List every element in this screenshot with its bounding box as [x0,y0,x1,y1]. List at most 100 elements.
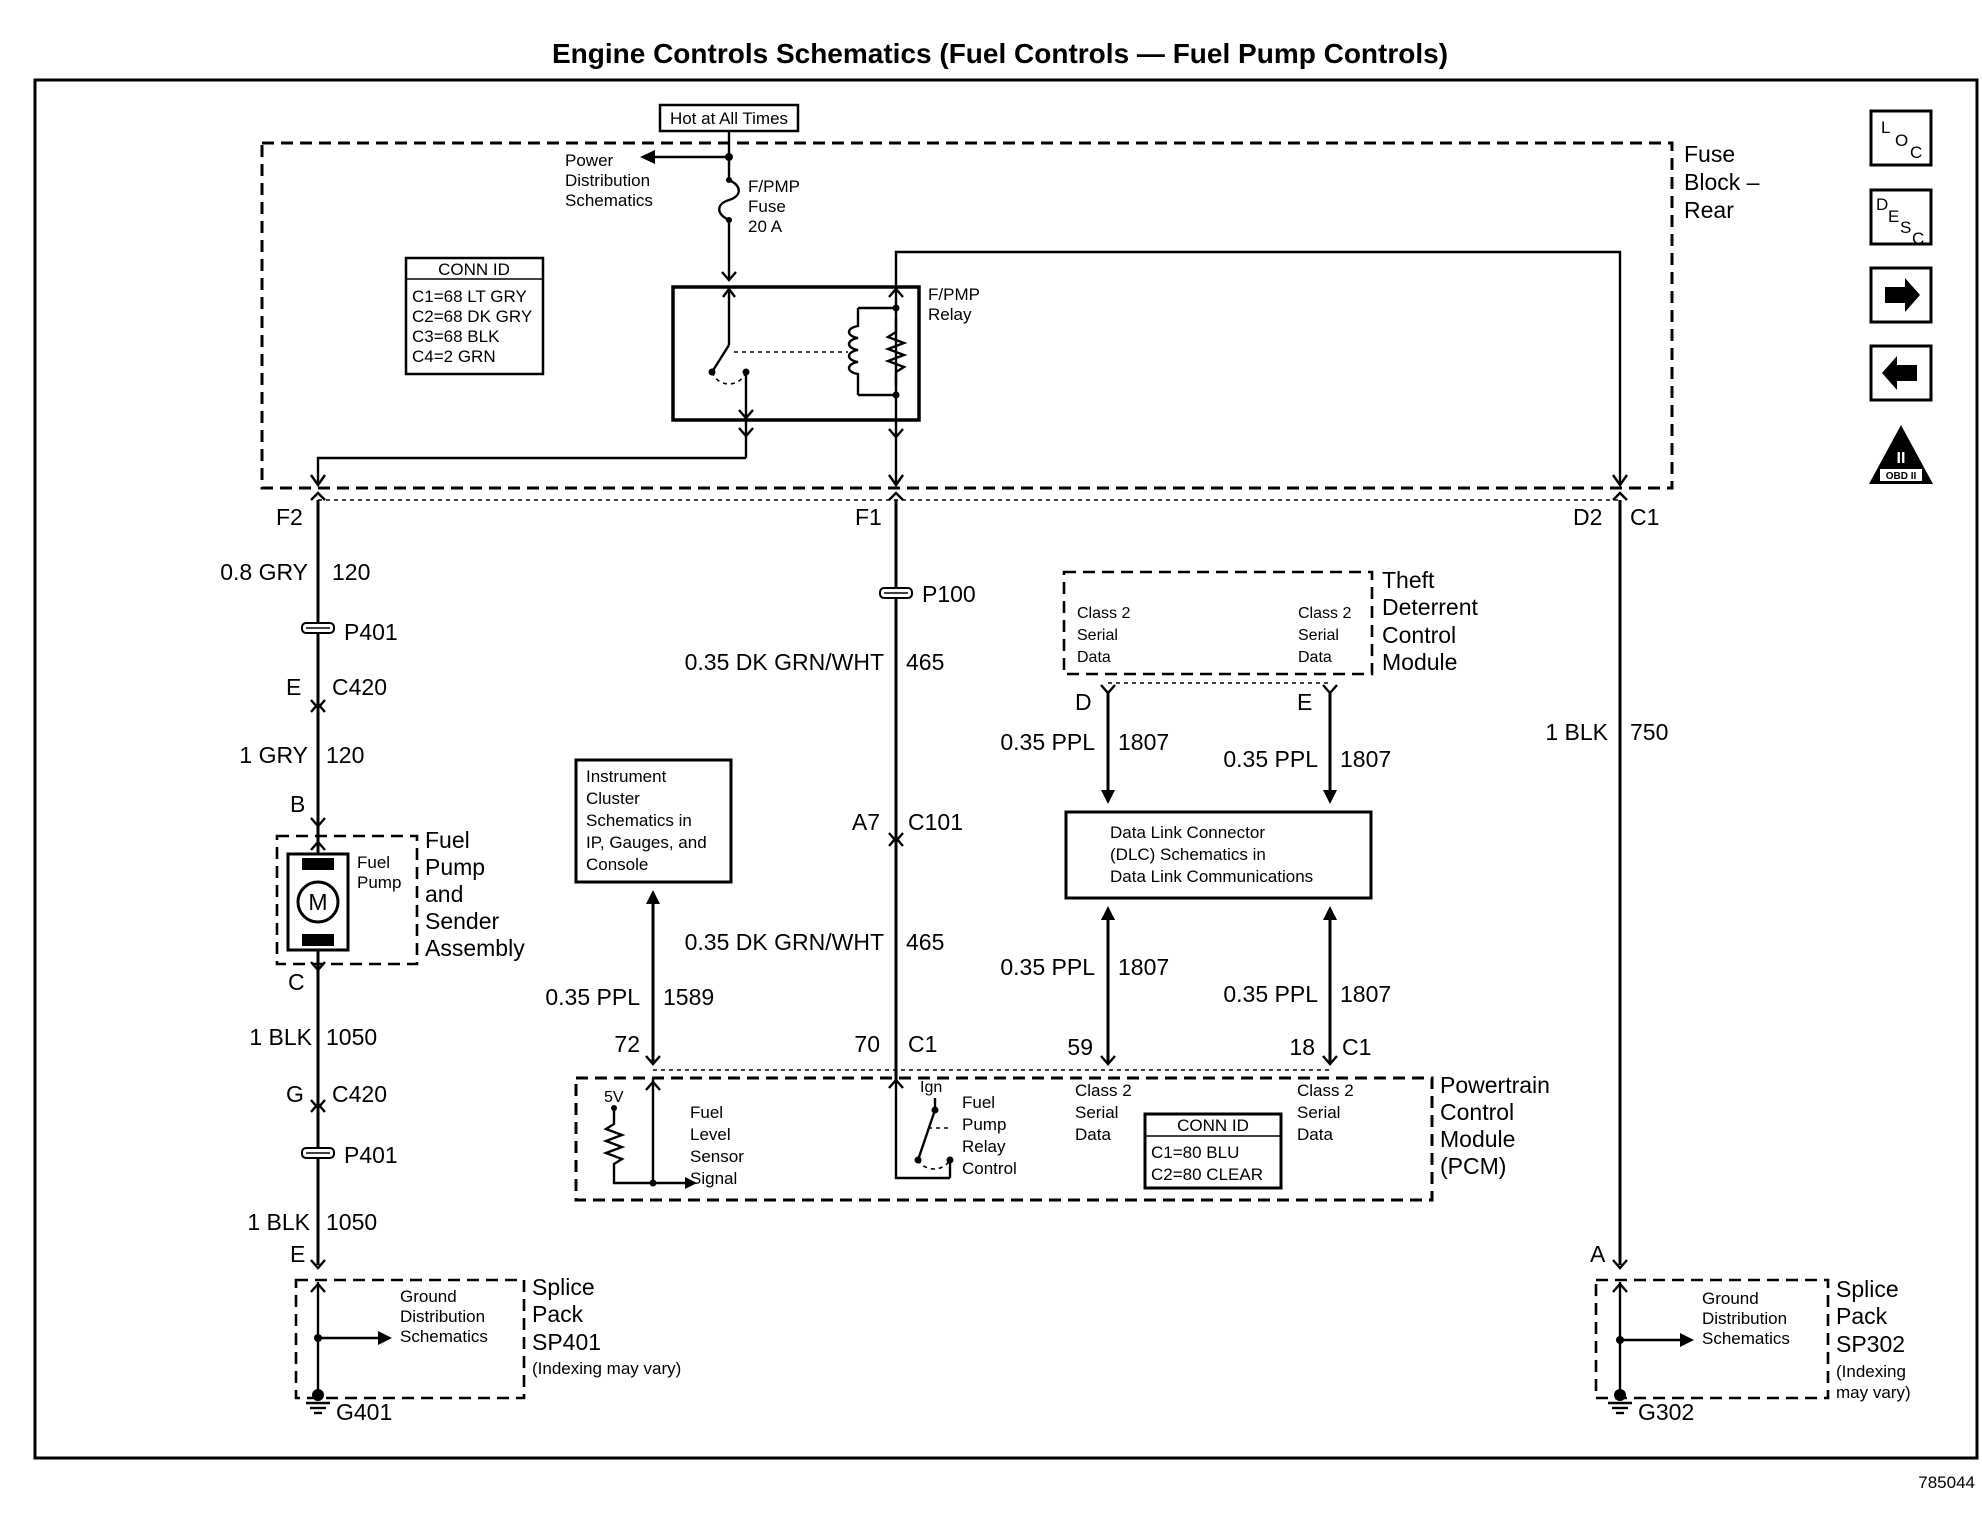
circuit-120-b: 120 [326,742,364,768]
conn-g: G [286,1081,304,1107]
circuit-1050-b: 1050 [326,1209,377,1235]
conn-c: C [288,969,305,995]
svg-text:Console: Console [586,855,648,874]
svg-text:Control: Control [1440,1099,1514,1125]
svg-text:L: L [1881,118,1890,137]
svg-text:(Indexing: (Indexing [1836,1362,1906,1381]
c420-upper: C420 [332,674,387,700]
p401-upper-label: P401 [344,619,398,645]
svg-text:E: E [1888,207,1899,226]
fuse-block-label: Fuse Block – Rear [1684,141,1760,223]
desc-button[interactable]: D E S C [1869,188,1933,248]
splice-p401-lower [301,1147,335,1159]
splice-pack-sp302-label: Splice Pack SP302 [1836,1276,1905,1357]
power-distribution-arrow [640,150,655,164]
svg-text:II: II [1897,450,1906,467]
svg-text:Theft: Theft [1382,567,1435,593]
pcm-c1-right: C1 [1342,1034,1371,1060]
outer-frame [33,78,1979,1460]
wire-ppl-1589: 0.35 PPL [545,984,640,1010]
svg-text:Serial: Serial [1297,1103,1340,1122]
svg-text:C: C [1910,143,1922,162]
next-page-button[interactable] [1869,266,1933,324]
svg-text:Data: Data [1077,649,1111,666]
splice-p100 [879,587,913,599]
p401-lower-label: P401 [344,1142,398,1168]
wire-1-blk-b: 1 BLK [247,1209,310,1235]
wire-dk-grn-wht-b: 0.35 DK GRN/WHT [685,929,884,955]
theft-class2-left: Class 2 Serial Data [1077,605,1130,666]
conn-id-pcm: CONN ID C1=80 BLU C2=80 CLEAR [1143,1112,1283,1190]
pin-72: 72 [614,1031,640,1057]
svg-text:SP302: SP302 [1836,1331,1905,1357]
svg-text:Schematics: Schematics [1702,1329,1790,1348]
terminal-d2: D2 [1573,504,1602,530]
svg-text:Pump: Pump [357,873,401,892]
svg-text:Cluster: Cluster [586,789,640,808]
indexing-note-left: (Indexing may vary) [532,1359,681,1378]
ground-g302-symbol [1608,1389,1632,1415]
wire-0.8-gry: 0.8 GRY [220,559,308,585]
svg-text:Pump: Pump [425,854,485,880]
svg-text:Pack: Pack [1836,1303,1888,1329]
diagram-title: Engine Controls Schematics (Fuel Control… [552,38,1448,69]
svg-text:Powertrain: Powertrain [1440,1072,1550,1098]
svg-text:Data Link Communications: Data Link Communications [1110,867,1313,886]
svg-text:and: and [425,881,463,907]
dlc-label: Data Link Connector (DLC) Schematics in … [1110,823,1313,886]
ground-g401-symbol [306,1389,330,1415]
svg-text:Power: Power [565,151,614,170]
pcm-ign-label: Ign [920,1079,942,1096]
svg-text:Fuse: Fuse [1684,141,1735,167]
circuit-750: 750 [1630,719,1668,745]
splice-pack-sp401-outline [294,1278,526,1400]
circuit-1807-59: 1807 [1118,954,1169,980]
terminal-f2: F2 [276,504,303,530]
svg-text:Level: Level [690,1125,731,1144]
theft-deterrent-label: Theft Deterrent Control Module [1382,567,1478,675]
ground-distribution-label-right: Ground Distribution Schematics [1702,1289,1790,1348]
terminal-f1: F1 [855,504,882,530]
arrow-left-icon [1882,356,1917,390]
svg-text:Pump: Pump [962,1115,1006,1134]
theft-pin-d: D [1075,689,1092,715]
conn-id-fuse-block: CONN ID C1=68 LT GRY C2=68 DK GRY C3=68 … [404,256,545,376]
svg-text:C2=68 DK GRY: C2=68 DK GRY [412,307,532,326]
relay-coil [847,308,860,395]
theft-class2-right: Class 2 Serial Data [1298,605,1351,666]
splice-pack-sp401-label: Splice Pack SP401 [532,1274,601,1355]
theft-pin-e: E [1297,689,1312,715]
theft-deterrent-outline [1062,570,1374,676]
pcm-outline [574,1076,1434,1202]
loc-button[interactable]: L O C [1869,109,1933,167]
svg-text:Fuel: Fuel [962,1093,995,1112]
svg-text:Sender: Sender [425,908,500,934]
svg-text:IP, Gauges, and: IP, Gauges, and [586,833,707,852]
svg-text:Fuel: Fuel [425,827,470,853]
pin-59: 59 [1067,1034,1093,1060]
circuit-465-b: 465 [906,929,944,955]
svg-text:Class 2: Class 2 [1075,1081,1132,1100]
power-distribution-label: Power Distribution Schematics [565,151,653,210]
svg-text:20 A: 20 A [748,217,783,236]
svg-text:CONN ID: CONN ID [438,260,510,279]
previous-page-button[interactable] [1869,344,1933,402]
svg-text:Data: Data [1297,1125,1333,1144]
svg-text:OBD II: OBD II [1886,471,1917,482]
svg-text:Ground: Ground [400,1287,457,1306]
svg-text:Serial: Serial [1075,1103,1118,1122]
svg-text:Distribution: Distribution [400,1307,485,1326]
wire-ppl-1807-e: 0.35 PPL [1223,746,1318,772]
obd-ii-button[interactable]: II OBD II [1869,425,1933,484]
svg-text:Class 2: Class 2 [1297,1081,1354,1100]
svg-text:C1=68 LT GRY: C1=68 LT GRY [412,287,527,306]
svg-text:C1=80 BLU: C1=80 BLU [1151,1143,1239,1162]
conn-a7: A7 [852,809,880,835]
wire-ppl-1807-18: 0.35 PPL [1223,981,1318,1007]
instrument-cluster-label: Instrument Cluster Schematics in IP, Gau… [586,767,707,874]
wire-1-gry: 1 GRY [239,742,308,768]
svg-text:Sensor: Sensor [690,1147,744,1166]
svg-text:S: S [1900,218,1911,237]
svg-text:F/PMP: F/PMP [748,177,800,196]
